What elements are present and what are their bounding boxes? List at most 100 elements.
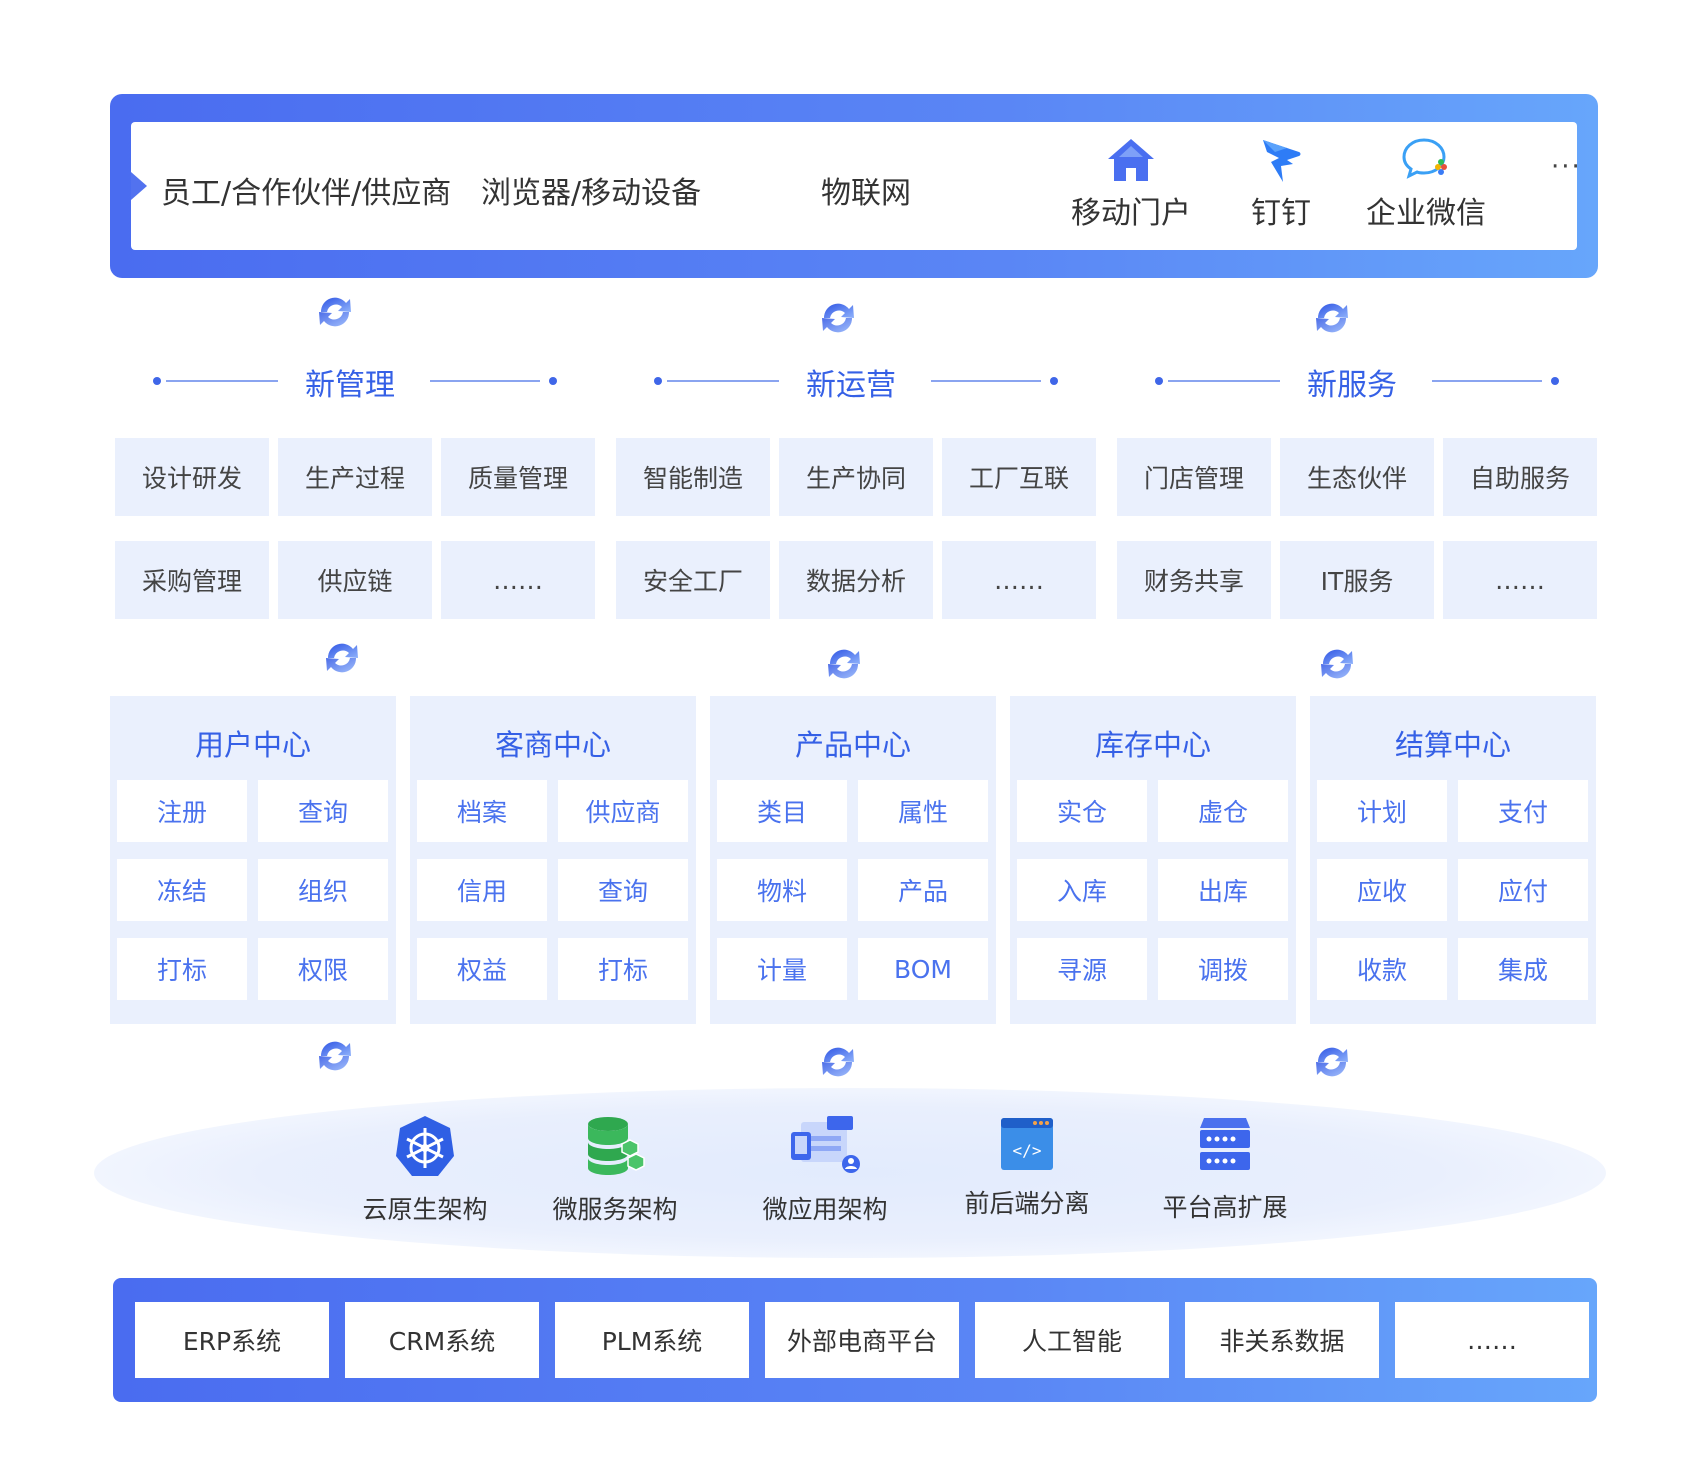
arch-label: 微服务架构 xyxy=(552,1195,678,1224)
feature-tile: 采购管理 xyxy=(115,541,269,619)
access-channels-panel: 员工/合作伙伴/供应商 浏览器/移动设备 物联网 移动门户 钉钉 xyxy=(131,122,1580,250)
feature-tile: …… xyxy=(942,541,1096,619)
center-settlement: 结算中心 计划 支付 应收 应付 收款 集成 xyxy=(1310,696,1596,1024)
feature-tile: 智能制造 xyxy=(616,438,770,516)
capability-cell: 计量 xyxy=(717,938,847,1000)
heading-dot xyxy=(1155,377,1163,385)
center-title: 结算中心 xyxy=(1394,728,1511,762)
app-label: 钉钉 xyxy=(1251,196,1311,231)
heading-line xyxy=(667,380,779,382)
capability-cell: 打标 xyxy=(558,938,688,1000)
arch-frontend-backend: </> 前后端分离 xyxy=(942,1114,1112,1220)
panel-notch xyxy=(131,172,147,200)
capability-cell: 查询 xyxy=(558,859,688,921)
pillar-title: 新服务 xyxy=(1307,368,1397,403)
pillar-title: 新运营 xyxy=(806,368,896,403)
feature-tile: 安全工厂 xyxy=(616,541,770,619)
arch-label: 微应用架构 xyxy=(762,1195,888,1224)
capability-cell: 应付 xyxy=(1458,859,1588,921)
sync-arrows-icon xyxy=(313,290,357,334)
sync-arrows-icon xyxy=(816,296,860,340)
arch-microservice: 微服务架构 xyxy=(530,1114,700,1226)
channel-iot: 物联网 xyxy=(821,176,911,211)
capability-cell: 应收 xyxy=(1317,859,1447,921)
system-tile: 人工智能 xyxy=(975,1302,1169,1378)
system-tile: 非关系数据 xyxy=(1185,1302,1379,1378)
pillar-heading-services: 新服务 xyxy=(1152,360,1559,403)
heading-dot xyxy=(654,377,662,385)
sync-arrows-icon xyxy=(1310,296,1354,340)
capability-cell: 入库 xyxy=(1017,859,1147,921)
center-title: 用户中心 xyxy=(194,728,311,762)
capability-cell: 出库 xyxy=(1158,859,1288,921)
access-channels-bar: 员工/合作伙伴/供应商 浏览器/移动设备 物联网 移动门户 钉钉 xyxy=(110,94,1598,278)
system-tile: ERP系统 xyxy=(135,1302,329,1378)
capability-cell: 产品 xyxy=(858,859,988,921)
pillar-heading-operations: 新运营 xyxy=(651,360,1058,403)
arch-cloud-native: 云原生架构 xyxy=(340,1114,510,1226)
sync-arrows-icon xyxy=(1310,1040,1354,1084)
center-title: 客商中心 xyxy=(494,728,611,762)
wecom-icon xyxy=(1402,138,1447,179)
capability-cell: 类目 xyxy=(717,780,847,842)
code-window-icon: </> xyxy=(1001,1118,1053,1170)
channel-users: 员工/合作伙伴/供应商 xyxy=(161,176,452,211)
heading-dot xyxy=(153,377,161,385)
server-rack-icon xyxy=(1200,1118,1250,1170)
capability-cell: 虚仓 xyxy=(1158,780,1288,842)
capability-cell: 供应商 xyxy=(558,780,688,842)
heading-dot xyxy=(1050,377,1058,385)
app-mobile-portal: 移动门户 xyxy=(1066,136,1196,232)
feature-tile: 设计研发 xyxy=(115,438,269,516)
feature-tile: IT服务 xyxy=(1280,541,1434,619)
capability-cell: 打标 xyxy=(117,938,247,1000)
capability-cell: 计划 xyxy=(1317,780,1447,842)
center-user: 用户中心 注册 查询 冻结 组织 打标 权限 xyxy=(110,696,396,1024)
feature-tile: …… xyxy=(1443,541,1597,619)
feature-tile: 数据分析 xyxy=(779,541,933,619)
app-dingtalk: 钉钉 xyxy=(1236,136,1326,232)
arch-scalability: 平台高扩展 xyxy=(1140,1114,1310,1224)
feature-tile: 生态伙伴 xyxy=(1280,438,1434,516)
heading-line xyxy=(1168,380,1280,382)
capability-cell: BOM xyxy=(858,938,988,1000)
capability-cell: 实仓 xyxy=(1017,780,1147,842)
system-tile: 外部电商平台 xyxy=(765,1302,959,1378)
capability-cell: 集成 xyxy=(1458,938,1588,1000)
feature-tile: 自助服务 xyxy=(1443,438,1597,516)
heading-line xyxy=(166,380,278,382)
capability-cell: 支付 xyxy=(1458,780,1588,842)
capability-cell: 信用 xyxy=(417,859,547,921)
app-label: 企业微信 xyxy=(1366,196,1486,231)
arch-label: 前后端分离 xyxy=(964,1189,1090,1218)
capability-cell: 档案 xyxy=(417,780,547,842)
pillar-title: 新管理 xyxy=(305,368,395,403)
home-icon xyxy=(1108,139,1154,181)
heading-dot xyxy=(1551,377,1559,385)
feature-tile: 工厂互联 xyxy=(942,438,1096,516)
integrated-systems-bar: ERP系统 CRM系统 PLM系统 外部电商平台 人工智能 非关系数据 …… xyxy=(113,1278,1597,1402)
feature-tile: 财务共享 xyxy=(1117,541,1271,619)
database-cluster-icon xyxy=(588,1117,645,1175)
capability-cell: 组织 xyxy=(258,859,388,921)
svg-text:</>: </> xyxy=(1013,1141,1042,1160)
capability-cell: 权益 xyxy=(417,938,547,1000)
more-apps-ellipsis: ··· xyxy=(1551,152,1582,182)
feature-tile: 生产协同 xyxy=(779,438,933,516)
heading-line xyxy=(1432,380,1542,382)
capability-cell: 冻结 xyxy=(117,859,247,921)
app-label: 移动门户 xyxy=(1071,196,1191,231)
sync-arrows-icon xyxy=(320,636,364,680)
center-title: 产品中心 xyxy=(794,728,911,762)
heading-dot xyxy=(549,377,557,385)
feature-tile: 质量管理 xyxy=(441,438,595,516)
capability-cell: 寻源 xyxy=(1017,938,1147,1000)
center-merchant: 客商中心 档案 供应商 信用 查询 权益 打标 xyxy=(410,696,696,1024)
dingtalk-icon xyxy=(1263,140,1301,182)
capability-cell: 权限 xyxy=(258,938,388,1000)
capability-cell: 查询 xyxy=(258,780,388,842)
heading-line xyxy=(430,380,540,382)
sync-arrows-icon xyxy=(822,642,866,686)
capability-cell: 注册 xyxy=(117,780,247,842)
channel-devices: 浏览器/移动设备 xyxy=(481,176,702,211)
